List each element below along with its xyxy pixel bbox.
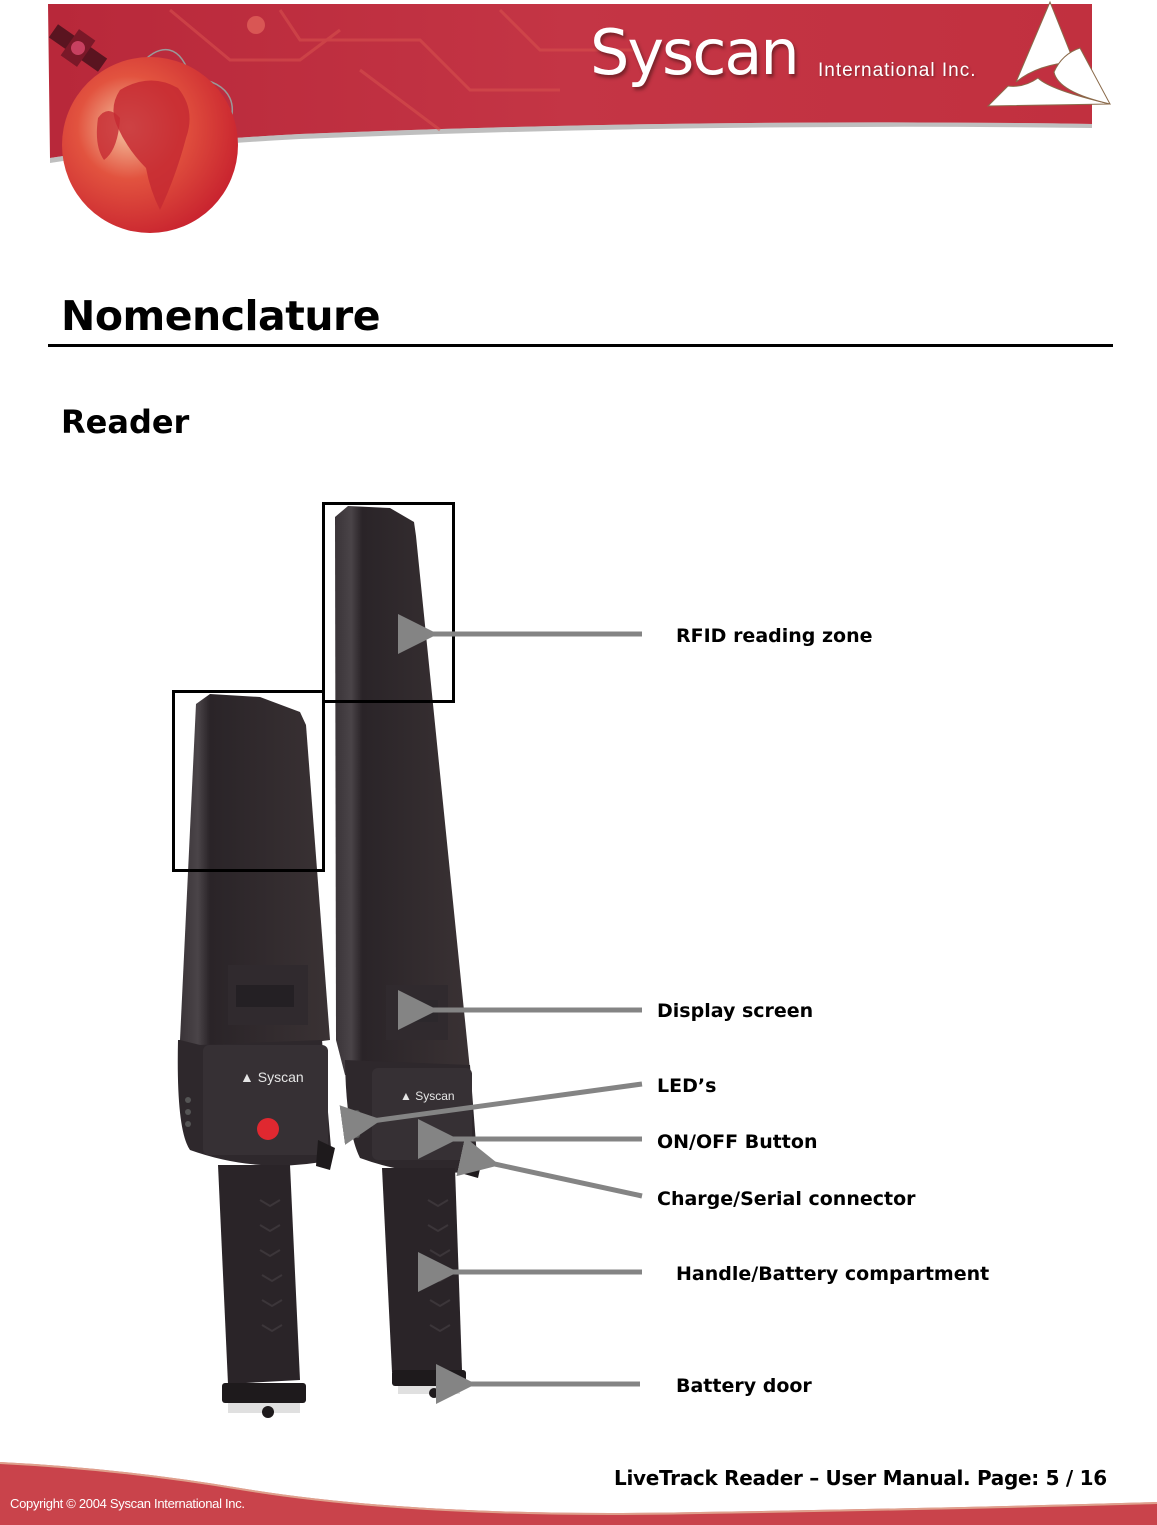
footer-copyright: Copyright © 2004 Syscan International In… xyxy=(10,1496,245,1511)
svg-text:▲ Syscan: ▲ Syscan xyxy=(400,1089,455,1103)
reader-left: ▲ Syscan xyxy=(177,694,335,1418)
brand-logo-suffix: International Inc. xyxy=(818,60,977,81)
page-title: Nomenclature xyxy=(61,292,381,340)
reader-illustration: ▲ Syscan ▲ Syscan xyxy=(172,502,643,1418)
footer-page-info: LiveTrack Reader – User Manual. Page: 5 … xyxy=(614,1466,1107,1490)
rfid-zone-box-left xyxy=(172,690,325,872)
title-underline xyxy=(48,344,1113,347)
callout-leds: LED’s xyxy=(657,1075,717,1097)
footer-swoosh xyxy=(0,1462,1157,1525)
callout-battery-door: Battery door xyxy=(676,1375,812,1397)
reader-right: ▲ Syscan xyxy=(335,506,482,1398)
svg-text:▲ Syscan: ▲ Syscan xyxy=(240,1069,304,1085)
header-banner: Syscan International Inc. xyxy=(0,0,1157,240)
banner-graphic xyxy=(48,0,1111,233)
callout-handle-battery-compartment: Handle/Battery compartment xyxy=(676,1263,990,1285)
callout-rfid-reading-zone: RFID reading zone xyxy=(676,625,873,647)
callout-on-off-button: ON/OFF Button xyxy=(657,1131,818,1153)
callout-charge-serial-connector: Charge/Serial connector xyxy=(657,1188,916,1210)
brand-logo-text: Syscan xyxy=(590,16,800,89)
rfid-zone-box-right xyxy=(322,502,455,703)
callout-display-screen: Display screen xyxy=(657,1000,814,1022)
reader-diagram: ▲ Syscan ▲ Syscan xyxy=(140,480,1020,1440)
section-heading: Reader xyxy=(61,403,190,441)
